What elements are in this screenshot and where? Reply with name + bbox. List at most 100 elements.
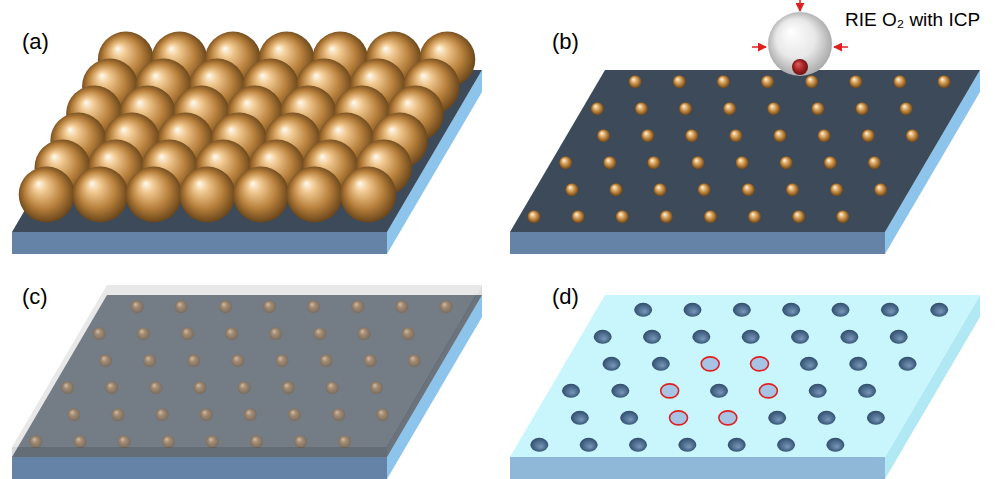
- shrunk-sphere: [572, 210, 585, 223]
- shrunk-sphere: [893, 75, 906, 88]
- substrate-top: [510, 70, 980, 232]
- hole: [881, 303, 899, 317]
- hole: [809, 384, 827, 398]
- shrunk-sphere: [616, 210, 629, 223]
- substrate: [12, 70, 482, 254]
- hole: [867, 411, 885, 425]
- shrunk-sphere: [792, 210, 805, 223]
- shrunk-sphere: [868, 156, 881, 169]
- panel-label: (c): [22, 285, 48, 309]
- substrate-top: [12, 70, 482, 232]
- film-top: [12, 285, 482, 447]
- shrunk-sphere: [527, 210, 540, 223]
- shrunk-sphere: [635, 102, 648, 115]
- hole: [742, 330, 760, 344]
- original-sphere: [768, 12, 832, 76]
- shrunk-sphere: [729, 129, 742, 142]
- film-side: [387, 285, 482, 457]
- hole: [692, 330, 710, 344]
- shrunk-sphere: [767, 102, 780, 115]
- shrunk-sphere: [660, 210, 673, 223]
- shrunk-sphere: [673, 75, 686, 88]
- shrunk-sphere: [654, 183, 667, 196]
- hole: [611, 384, 629, 398]
- hole: [728, 438, 746, 452]
- polystyrene-sphere: [233, 167, 289, 223]
- panel-label: (a): [22, 30, 49, 54]
- shrunk-sphere: [723, 102, 736, 115]
- polystyrene-sphere: [126, 167, 182, 223]
- polystyrene-sphere: [340, 167, 396, 223]
- hole: [858, 384, 876, 398]
- substrate: [510, 70, 980, 254]
- hole: [826, 438, 844, 452]
- etch-arrow: [799, 0, 801, 11]
- shrunk-sphere: [874, 183, 887, 196]
- hole: [603, 357, 621, 371]
- shrunk-sphere: [761, 75, 774, 88]
- panel-label: (b): [552, 30, 579, 54]
- shrunk-sphere: [597, 129, 610, 142]
- hole: [791, 330, 809, 344]
- shrunk-sphere: [818, 129, 831, 142]
- etch-arrow: [834, 46, 848, 48]
- shrunk-sphere: [830, 183, 843, 196]
- process-label: RIE O₂ with ICP: [845, 10, 980, 31]
- shrunk-sphere: [692, 156, 705, 169]
- hole: [849, 357, 867, 371]
- shrunk-sphere: [704, 210, 717, 223]
- shrunk-sphere: [629, 75, 642, 88]
- shrunk-sphere: [742, 183, 755, 196]
- highlighted-hole: [670, 411, 688, 425]
- hole: [782, 303, 800, 317]
- substrate-front: [510, 232, 885, 254]
- shrunk-sphere: [824, 156, 837, 169]
- shrunk-sphere: [774, 129, 787, 142]
- etch-arrow: [752, 46, 766, 48]
- shrunk-sphere: [862, 129, 875, 142]
- etch-symbol: [752, 0, 848, 76]
- hole: [818, 411, 836, 425]
- hole: [777, 438, 795, 452]
- polystyrene-sphere: [19, 167, 75, 223]
- film-front: [12, 447, 387, 457]
- shrunk-sphere: [856, 102, 869, 115]
- hole-array: [530, 303, 948, 452]
- shrunk-sphere: [685, 129, 698, 142]
- shrunk-sphere: [786, 183, 799, 196]
- sphere-monolayer: [19, 32, 476, 223]
- shrunk-sphere: [647, 156, 660, 169]
- hole: [629, 438, 647, 452]
- shrunk-sphere: [641, 129, 654, 142]
- hole: [562, 384, 580, 398]
- shrunk-spheres: [527, 75, 950, 223]
- highlighted-hole: [719, 411, 737, 425]
- polystyrene-sphere: [287, 167, 343, 223]
- hole: [710, 384, 728, 398]
- highlighted-hole: [751, 357, 769, 371]
- shrunk-sphere: [836, 210, 849, 223]
- patterned-film: [510, 295, 980, 479]
- hole: [652, 357, 670, 371]
- hole: [733, 303, 751, 317]
- shrunk-sphere: [780, 156, 793, 169]
- hole: [832, 303, 850, 317]
- shrunk-sphere: [805, 75, 818, 88]
- substrate-top: [510, 295, 980, 457]
- hole: [768, 411, 786, 425]
- hole: [594, 330, 612, 344]
- hole: [684, 303, 702, 317]
- shrunk-sphere: [698, 183, 711, 196]
- shrunk-sphere: [900, 102, 913, 115]
- hole: [620, 411, 638, 425]
- shrunk-sphere: [717, 75, 730, 88]
- hole: [530, 438, 548, 452]
- deposited-film: [12, 285, 482, 457]
- hole: [643, 330, 661, 344]
- panel-label: (d): [552, 285, 579, 309]
- shrunk-sphere: [679, 102, 692, 115]
- shrunk-sphere: [849, 75, 862, 88]
- shrunk-sphere: [603, 156, 616, 169]
- shrunk-sphere: [565, 183, 578, 196]
